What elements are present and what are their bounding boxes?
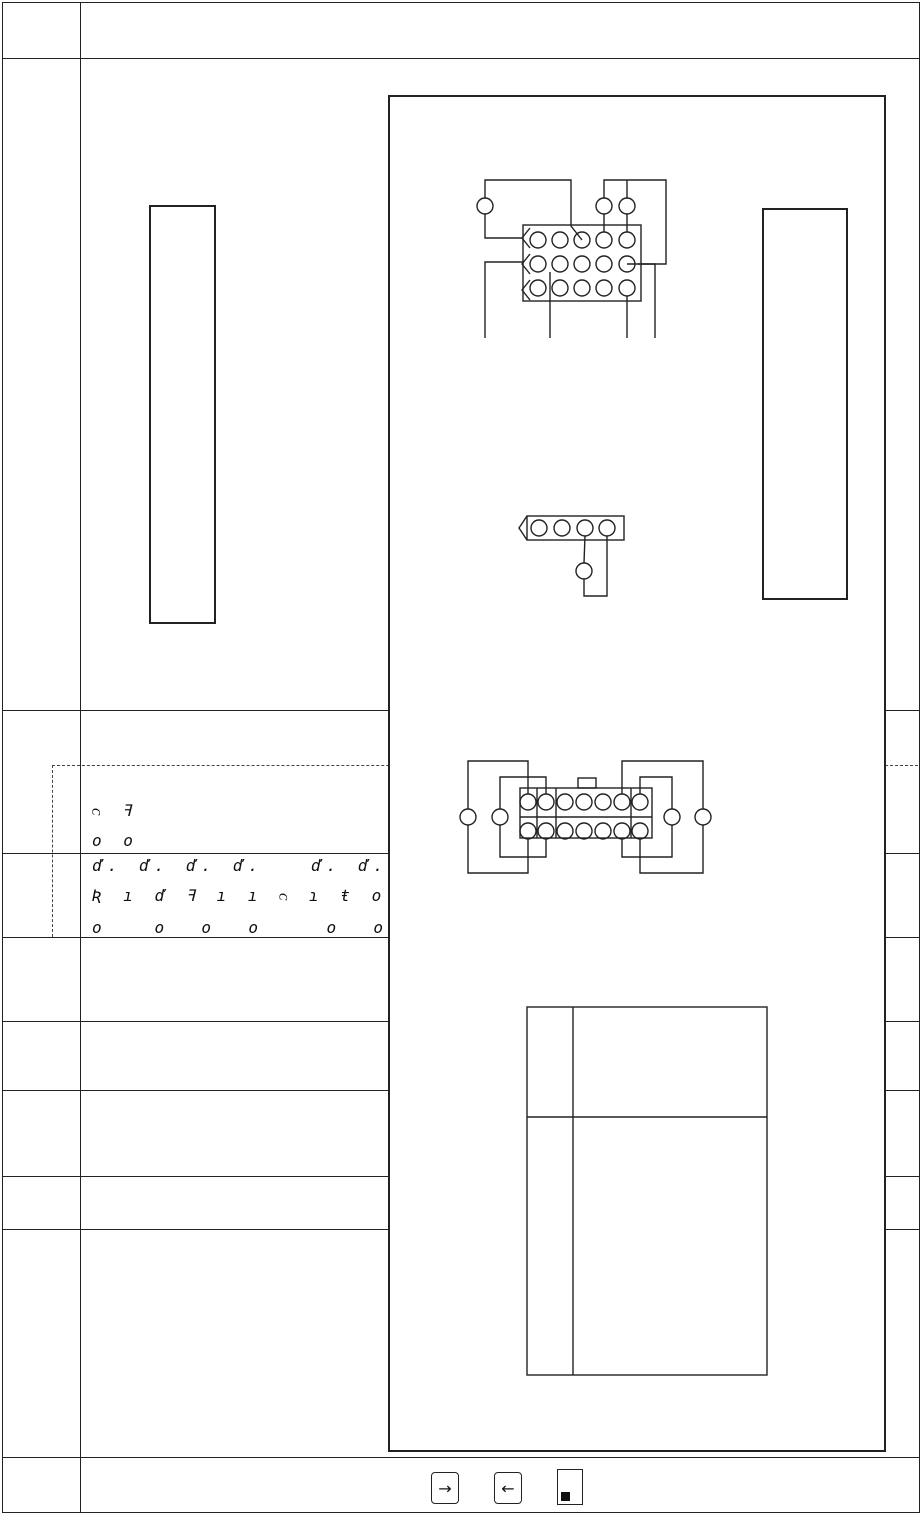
connector-diagram <box>459 179 768 1376</box>
connector-b <box>518 515 625 597</box>
display-row-2: o o <box>92 831 139 850</box>
connector-a-wiring <box>476 179 667 338</box>
previous-page-button[interactable]: ← <box>494 1472 522 1504</box>
connector-c-wiring <box>459 760 712 874</box>
left-column-divider <box>80 2 81 1513</box>
legend-table <box>526 1006 768 1376</box>
row-divider <box>2 1457 920 1458</box>
row-divider <box>2 58 920 59</box>
connector-a <box>521 224 642 302</box>
display-row-4: Ʀ ı ď ꟻ ı ı ᴒ ɿ ŧ o Ꝑ <box>92 886 419 905</box>
page-indicator-icon[interactable] <box>557 1469 583 1505</box>
outer-border-bottom <box>2 1512 920 1513</box>
dashed-guide-vertical <box>52 765 53 937</box>
page-indicator-fill <box>561 1492 570 1501</box>
right-tall-box <box>762 208 848 600</box>
connector-c <box>519 777 653 840</box>
next-page-button[interactable]: → <box>431 1472 459 1504</box>
arrow-left-icon: ← <box>501 1478 515 1498</box>
arrow-right-icon: → <box>438 1478 452 1498</box>
outer-border-right <box>919 2 920 1513</box>
outer-border-left <box>2 2 3 1513</box>
outer-border-top <box>2 2 920 3</box>
display-row-1: ᴒ ꟻ <box>92 801 138 820</box>
left-tall-box <box>149 205 216 624</box>
